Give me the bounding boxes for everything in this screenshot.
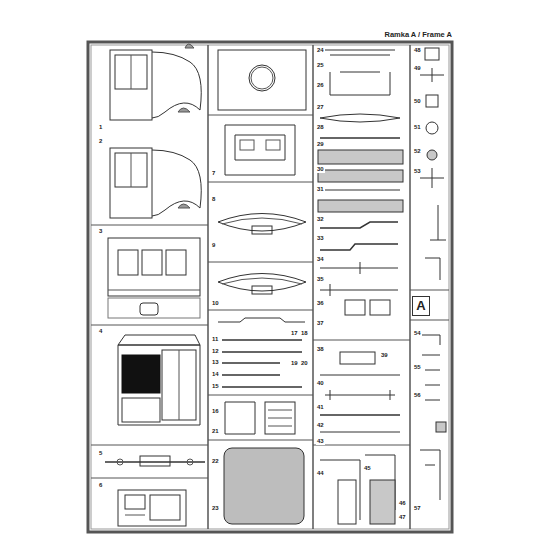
- callout-number: 18: [300, 330, 309, 337]
- callout-number: 54: [413, 330, 422, 337]
- callout-number: 6: [98, 482, 103, 489]
- callout-number: 22: [211, 458, 220, 465]
- callout-number: 50: [413, 98, 422, 105]
- callout-number: 34: [316, 256, 325, 263]
- callout-number: 21: [211, 428, 220, 435]
- callout-number: 56: [413, 392, 422, 399]
- callout-number: 36: [316, 300, 325, 307]
- callout-number: 11: [211, 336, 219, 343]
- sprue-frame-inner: [91, 45, 449, 529]
- callout-number: 35: [316, 276, 325, 283]
- callout-number: 51: [413, 124, 422, 131]
- callout-number: 14: [211, 371, 220, 378]
- callout-number: 53: [413, 168, 422, 175]
- callout-number: 28: [316, 124, 325, 131]
- callout-number: 48: [413, 47, 422, 54]
- callout-number: 49: [413, 65, 422, 72]
- callout-number: 30: [316, 166, 325, 173]
- callout-number: 44: [316, 470, 325, 477]
- callout-number: 27: [316, 104, 325, 111]
- callout-number: 5: [98, 450, 103, 457]
- callout-number: 57: [413, 505, 422, 512]
- callout-number: 29: [316, 141, 325, 148]
- callout-number: 7: [211, 170, 216, 177]
- callout-number: 17: [290, 330, 299, 337]
- frame-title: Ramka A / Frame A: [384, 30, 452, 39]
- callout-number: 16: [211, 408, 220, 415]
- frame-letter-box: A: [412, 296, 430, 316]
- callout-number: 47: [398, 514, 407, 521]
- callout-number: 52: [413, 148, 422, 155]
- callout-number: 25: [316, 62, 325, 69]
- callout-number: 20: [300, 360, 309, 367]
- callout-number: 23: [211, 505, 220, 512]
- callout-number: 13: [211, 359, 220, 366]
- callout-number: 37: [316, 320, 325, 327]
- callout-number: 39: [380, 352, 389, 359]
- callout-number: 1: [98, 124, 103, 131]
- callout-number: 10: [211, 300, 220, 307]
- callout-number: 19: [290, 360, 299, 367]
- callout-number: 41: [316, 404, 325, 411]
- callout-number: 40: [316, 380, 325, 387]
- callout-number: 46: [398, 500, 407, 507]
- frame-letter: A: [416, 299, 425, 313]
- callout-number: 33: [316, 235, 325, 242]
- callout-number: 55: [413, 364, 422, 371]
- callout-number: 45: [363, 465, 372, 472]
- callout-number: 12: [211, 348, 220, 355]
- callout-number: 3: [98, 228, 103, 235]
- callout-number: 38: [316, 346, 325, 353]
- callout-number: 32: [316, 216, 325, 223]
- callout-number: 9: [211, 242, 216, 249]
- callout-number: 2: [98, 138, 103, 145]
- callout-number: 8: [211, 196, 216, 203]
- callout-number: 24: [316, 47, 325, 54]
- callout-number: 42: [316, 422, 325, 429]
- sprue-frame: [88, 42, 452, 532]
- callout-number: 43: [316, 438, 325, 445]
- callout-number: 26: [316, 82, 325, 89]
- callout-number: 31: [316, 186, 325, 193]
- callout-number: 15: [211, 383, 220, 390]
- callout-number: 4: [98, 328, 103, 335]
